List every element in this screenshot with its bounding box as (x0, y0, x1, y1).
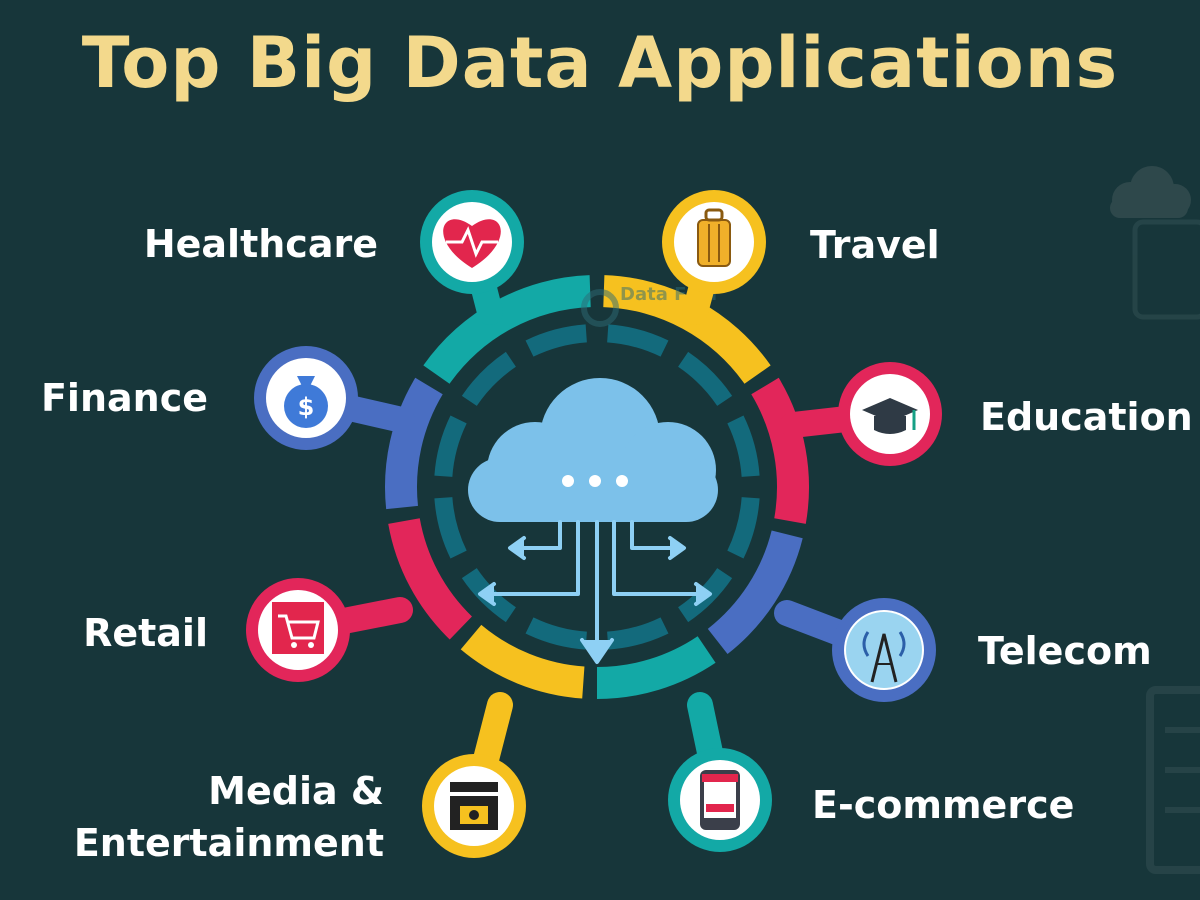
label-ecommerce: E-commerce (812, 783, 1074, 827)
money-bag-icon: $ (254, 346, 358, 450)
inner-dashed-ring (434, 324, 760, 650)
inner-ring-dash (607, 617, 669, 650)
discount-phone-icon (668, 748, 772, 852)
ring-segment-telecom (707, 530, 803, 655)
ring-segment-retail (388, 518, 472, 640)
inner-ring-dash (461, 351, 516, 406)
ring-segment-media (460, 624, 585, 699)
connectors (285, 229, 903, 819)
telecom-tower-icon (832, 598, 936, 702)
label-healthcare: Healthcare (144, 222, 378, 266)
label-education: Education (980, 395, 1193, 439)
inner-ring-dash (727, 415, 760, 477)
label-retail: Retail (83, 611, 208, 655)
ring-segment-travel (603, 275, 771, 384)
background-clipboard-icon (1146, 686, 1200, 874)
ring-segment-healthcare (423, 275, 591, 384)
ring-segment-finance (385, 377, 443, 510)
data-flow-arrows-icon (478, 520, 712, 664)
inner-ring-dash (434, 497, 467, 559)
shopping-cart-icon (246, 578, 350, 682)
inner-ring-dash (525, 617, 587, 650)
cloud-icon (468, 378, 718, 522)
graduation-cap-icon (838, 362, 942, 466)
clapperboard-icon (422, 754, 526, 858)
inner-ring-dash (727, 497, 760, 559)
label-travel: Travel (810, 223, 940, 267)
ring-segment-education (751, 377, 809, 524)
label-media: Media & (208, 769, 384, 813)
label-entertainment: Entertainment (74, 821, 384, 865)
label-finance: Finance (41, 376, 208, 420)
background-cloud-icon (1110, 166, 1200, 320)
heart-pulse-icon (420, 190, 524, 294)
ring-segment-ecommerce (597, 636, 716, 699)
inner-ring-dash (525, 324, 587, 357)
inner-ring-dash (607, 324, 669, 357)
page-title: Top Big Data Applications (81, 22, 1119, 104)
inner-ring-dash (434, 415, 467, 477)
svg-text:$: $ (298, 393, 315, 421)
inner-ring-dash (678, 351, 733, 406)
icon-badges: $ (246, 190, 942, 858)
suitcase-icon (662, 190, 766, 294)
label-telecom: Telecom (978, 629, 1152, 673)
